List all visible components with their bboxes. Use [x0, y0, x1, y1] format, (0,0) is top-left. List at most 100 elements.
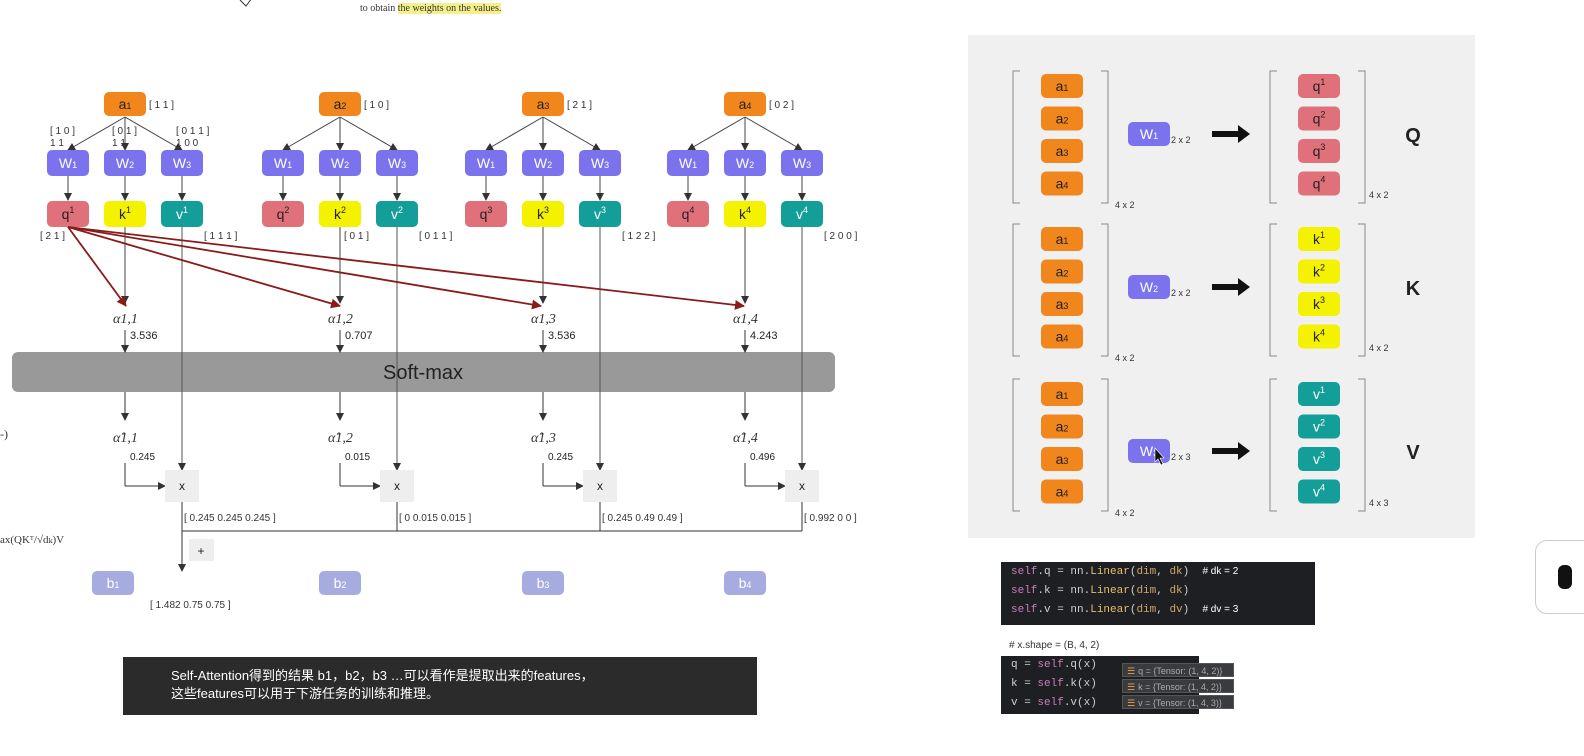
input-a1	[104, 92, 146, 116]
weight-w2-2	[319, 150, 361, 176]
multiply-symbol-3: x	[597, 479, 603, 493]
mouse-cursor-icon	[1154, 447, 1165, 466]
value-vector-3: [ 1 2 2 ]	[622, 231, 656, 242]
panel-weight-1	[1128, 122, 1170, 146]
input-a3	[522, 92, 564, 116]
side-handle-button[interactable]	[1535, 540, 1584, 614]
matrix-bracket	[1101, 223, 1109, 357]
query-q3	[465, 201, 507, 227]
w3-matrix-row1: [ 0 1 1 ]	[176, 126, 210, 137]
code-line-k-call: k = self.k(x)	[1011, 678, 1097, 690]
alpha-score-1: 3.536	[130, 330, 158, 342]
key-k1	[104, 201, 146, 227]
panel-weight-2	[1128, 275, 1170, 299]
output-b2	[319, 571, 361, 595]
panel-output-q1	[1298, 74, 1340, 98]
w2-matrix-row2: 1 1	[112, 138, 126, 149]
panel-output-q4	[1298, 171, 1340, 196]
panel-output-q3	[1298, 139, 1340, 163]
panel-output-v2	[1298, 414, 1340, 439]
panel-weight-dim-3: 2 x 3	[1171, 452, 1191, 462]
caption-line-1: Self-Attention得到的结果 b1，b2，b3 …可以看作是提取出来的…	[171, 668, 594, 683]
value-vector-1: [ 1 1 1 ]	[204, 231, 238, 242]
alpha-score-4: 4.243	[750, 330, 778, 342]
alpha-score-2: 0.707	[345, 330, 373, 342]
panel-output-v4	[1298, 479, 1340, 504]
panel-input-a1-3	[1041, 382, 1083, 406]
weighted-vector-3: [ 0.245 0.49 0.49 ]	[602, 513, 683, 524]
alpha-hat-label-1: α̂1,1	[113, 431, 138, 446]
weight-w1-4	[667, 150, 709, 176]
input-vector-4: [ 0 2 ]	[769, 100, 794, 111]
multiply-box-1	[165, 470, 199, 502]
code-line-v: self.v = nn.Linear(dim, dv) # dv = 3	[1011, 604, 1239, 616]
matrix-bracket	[1358, 70, 1366, 204]
key-k2-vector: [ 0 1 ]	[344, 231, 369, 242]
input-a2	[319, 92, 361, 116]
query-q2	[262, 201, 304, 227]
alpha-score-3: 3.536	[548, 330, 576, 342]
attention-arrow-q1-k3	[67, 226, 542, 310]
panel-output-q2	[1298, 106, 1340, 131]
attention-arrow-q1-k4	[67, 226, 745, 310]
debug-tooltip-v[interactable]: ☰v = {Tensor: (1, 4, 3)}	[1122, 695, 1234, 709]
value-v2	[376, 201, 418, 227]
panel-output-k3	[1298, 292, 1340, 316]
panel-input-a1-2	[1041, 227, 1083, 251]
panel-matrix-name-1: Q	[1405, 125, 1421, 147]
panel-input-a2-1	[1041, 106, 1083, 131]
w1-matrix-row2: 1 1	[50, 138, 64, 149]
code-line-v-call: v = self.v(x)	[1011, 697, 1097, 709]
debug-tooltip-q[interactable]: ☰q = {Tensor: (1, 4, 2)}	[1122, 663, 1234, 677]
edge-a-w	[124, 116, 183, 151]
panel-input-a3-1	[1041, 139, 1083, 163]
weight-w2-1	[104, 150, 146, 176]
panel-input-a4-3	[1041, 479, 1083, 504]
alpha-hat-score-4: 0.496	[750, 452, 775, 463]
panel-input-a4-2	[1041, 324, 1083, 349]
input-a4	[724, 92, 766, 116]
panel-output-dim-2: 4 x 2	[1369, 343, 1389, 353]
weight-w3-4	[781, 150, 823, 176]
key-k4	[724, 201, 766, 227]
panel-arrow-1	[1212, 125, 1250, 143]
matrix-bracket	[1269, 223, 1277, 357]
top-note-highlight: the weights on the values.	[397, 3, 502, 14]
alpha-hat-score-3: 0.245	[548, 452, 573, 463]
matrix-bracket	[1101, 70, 1109, 204]
matrix-bracket	[1012, 378, 1020, 512]
softmax-bar	[12, 352, 835, 392]
w1-matrix-row1: [ 1 0 ]	[50, 126, 75, 137]
output-b1-vector: [ 1.482 0.75 0.75 ]	[150, 600, 231, 611]
weight-w3-3	[579, 150, 621, 176]
w3-matrix-row2: 1 0 0	[176, 138, 199, 149]
panel-input-dim-1: 4 x 2	[1115, 200, 1135, 210]
alpha-hat-label-2: α̂1,2	[328, 431, 353, 446]
panel-arrow-2	[1212, 278, 1250, 296]
weighted-vector-1: [ 0.245 0.245 0.245 ]	[184, 513, 276, 524]
value-v4	[781, 201, 823, 227]
input-vector-3: [ 2 1 ]	[567, 100, 592, 111]
w2-matrix-row1: [ 0 1 ]	[112, 126, 137, 137]
shape-comment: # x.shape = (B, 4, 2)	[1009, 640, 1100, 651]
top-note-prefix: to obtain	[360, 3, 398, 14]
panel-arrow-3	[1212, 442, 1250, 460]
debug-tooltip-k[interactable]: ☰k = {Tensor: (1, 4, 2)}	[1122, 679, 1234, 693]
subtitle-caption: Self-Attention得到的结果 b1，b2，b3 …可以看作是提取出来的…	[123, 657, 757, 715]
code-block-linear: self.q = nn.Linear(dim, dk) # dk = 2 sel…	[1001, 562, 1315, 625]
matrix-bracket	[1269, 378, 1277, 512]
multiply-box-2	[380, 470, 414, 502]
input-vector-1: [ 1 1 ]	[149, 100, 174, 111]
edge-a-w	[542, 116, 601, 151]
softmax-label: Soft-max	[383, 362, 463, 384]
panel-output-v3	[1298, 447, 1340, 471]
key-k3	[522, 201, 564, 227]
edge-a-w	[687, 116, 746, 151]
matrix-bracket	[1269, 70, 1277, 204]
weight-w1-1	[47, 150, 89, 176]
edge-a-w	[485, 116, 544, 151]
panel-input-a2-3	[1041, 414, 1083, 439]
edge-a-w	[67, 116, 126, 151]
panel-input-a3-2	[1041, 292, 1083, 316]
panel-input-a4-1	[1041, 171, 1083, 196]
